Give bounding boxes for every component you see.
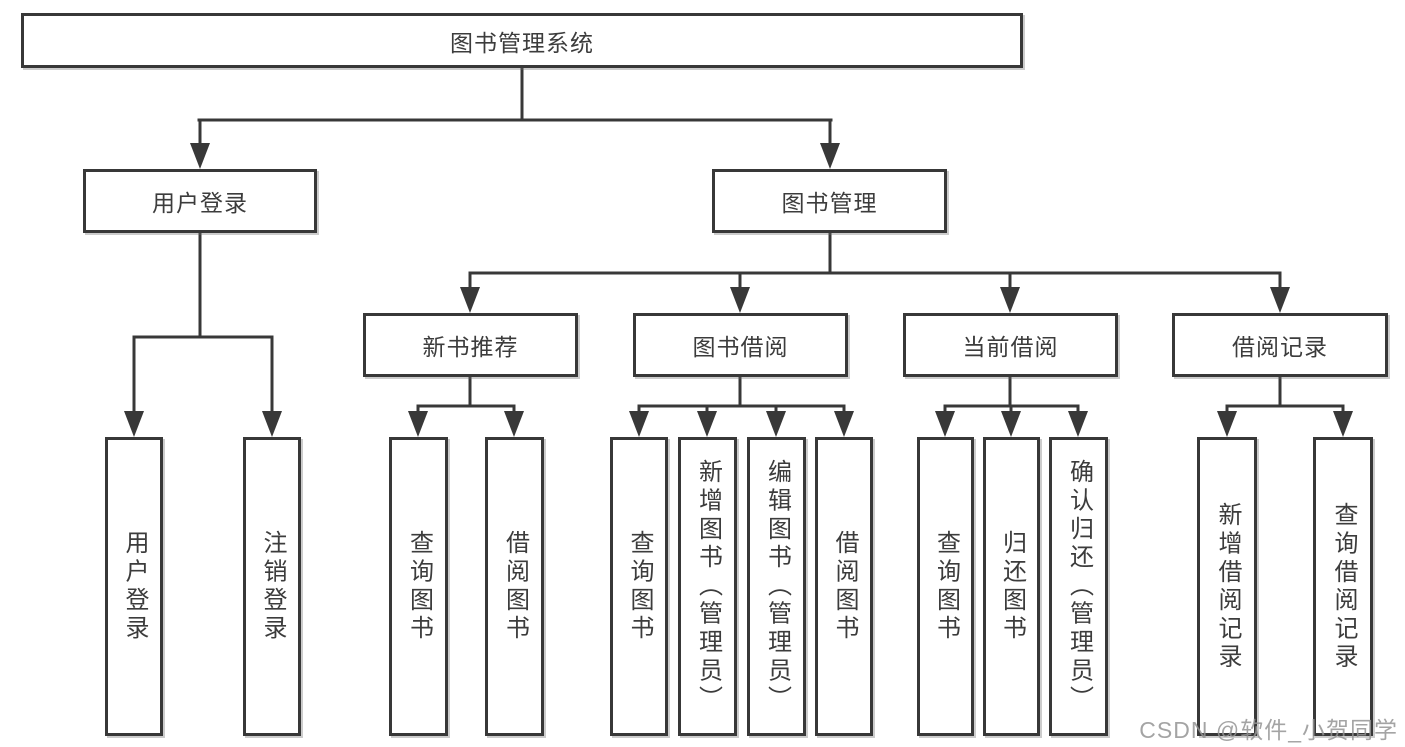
leaf-label: 新增图书（管理员）	[694, 459, 722, 714]
node-label: 借阅记录	[1232, 334, 1328, 360]
leaf-return-book: 归还图书	[983, 437, 1040, 736]
arrowhead-icon	[730, 287, 750, 313]
leaf-confirm-return-admin: 确认归还（管理员）	[1049, 437, 1108, 736]
node-book-management: 图书管理	[712, 169, 947, 233]
leaf-query-borrow-record: 查询借阅记录	[1313, 437, 1373, 736]
leaf-label: 借阅图书	[831, 529, 858, 644]
arrowhead-icon	[190, 143, 210, 169]
leaf-query-book-current: 查询图书	[917, 437, 974, 736]
leaf-label: 新增借阅记录	[1214, 501, 1241, 672]
leaf-label: 注销登录	[259, 529, 286, 644]
arrowhead-icon	[766, 411, 786, 437]
leaf-label: 编辑图书（管理员）	[763, 459, 791, 714]
node-new-book-recommend: 新书推荐	[363, 313, 578, 377]
node-label: 图书借阅	[692, 334, 789, 360]
leaf-label: 归还图书	[998, 529, 1026, 644]
arrowhead-icon	[1270, 287, 1290, 313]
leaf-add-book-admin: 新增图书（管理员）	[678, 437, 737, 736]
arrowhead-icon	[1000, 287, 1020, 313]
arrowhead-icon	[697, 411, 717, 437]
leaf-user-login: 用户登录	[105, 437, 163, 736]
arrowhead-icon	[1068, 411, 1088, 437]
leaf-label: 确认归还（管理员）	[1065, 459, 1093, 714]
arrowhead-icon	[460, 287, 480, 313]
arrowhead-icon	[629, 411, 649, 437]
leaf-add-borrow-record: 新增借阅记录	[1197, 437, 1257, 736]
leaf-query-book-recommend: 查询图书	[389, 437, 448, 736]
connector-new-book	[416, 375, 516, 416]
connector-user-login	[132, 231, 274, 416]
node-current-borrow: 当前借阅	[903, 313, 1118, 377]
connector-current-borrow	[943, 375, 1080, 416]
leaf-label: 查询图书	[932, 529, 960, 644]
arrowhead-icon	[834, 411, 854, 437]
arrowhead-icon	[935, 411, 955, 437]
leaf-label: 查询借阅记录	[1330, 501, 1357, 672]
watermark: CSDN @软件_小贺同学	[1139, 717, 1398, 743]
arrowhead-icon	[1001, 411, 1021, 437]
node-book-borrow: 图书借阅	[633, 313, 848, 377]
node-user-login: 用户登录	[83, 169, 317, 233]
arrowhead-icon	[504, 411, 524, 437]
leaf-query-book-borrow: 查询图书	[610, 437, 668, 736]
arrowhead-icon	[262, 411, 282, 437]
arrowhead-icon	[408, 411, 428, 437]
leaf-label: 用户登录	[121, 529, 148, 644]
connector-book-management	[468, 231, 1282, 292]
node-label: 用户登录	[152, 190, 248, 216]
node-root-system: 图书管理系统	[21, 13, 1023, 68]
node-label: 图书管理	[781, 190, 878, 216]
node-label: 图书管理系统	[450, 29, 594, 56]
node-borrow-record: 借阅记录	[1172, 313, 1388, 377]
leaf-label: 查询图书	[626, 529, 653, 644]
leaf-label: 借阅图书	[501, 529, 529, 644]
arrowhead-icon	[124, 411, 144, 437]
leaf-borrow-book-recommend: 借阅图书	[485, 437, 544, 736]
connector-book-borrow	[637, 375, 846, 416]
node-label: 新书推荐	[422, 334, 519, 360]
node-label: 当前借阅	[962, 334, 1059, 360]
leaf-logout: 注销登录	[243, 437, 301, 736]
arrowhead-icon	[1333, 411, 1353, 437]
arrowhead-icon	[1217, 411, 1237, 437]
leaf-borrow-book: 借阅图书	[815, 437, 873, 736]
arrowhead-icon	[820, 143, 840, 169]
connector-borrow-record	[1225, 375, 1345, 416]
leaf-label: 查询图书	[405, 529, 433, 644]
leaf-edit-book-admin: 编辑图书（管理员）	[747, 437, 806, 736]
connector-root	[197, 66, 833, 148]
